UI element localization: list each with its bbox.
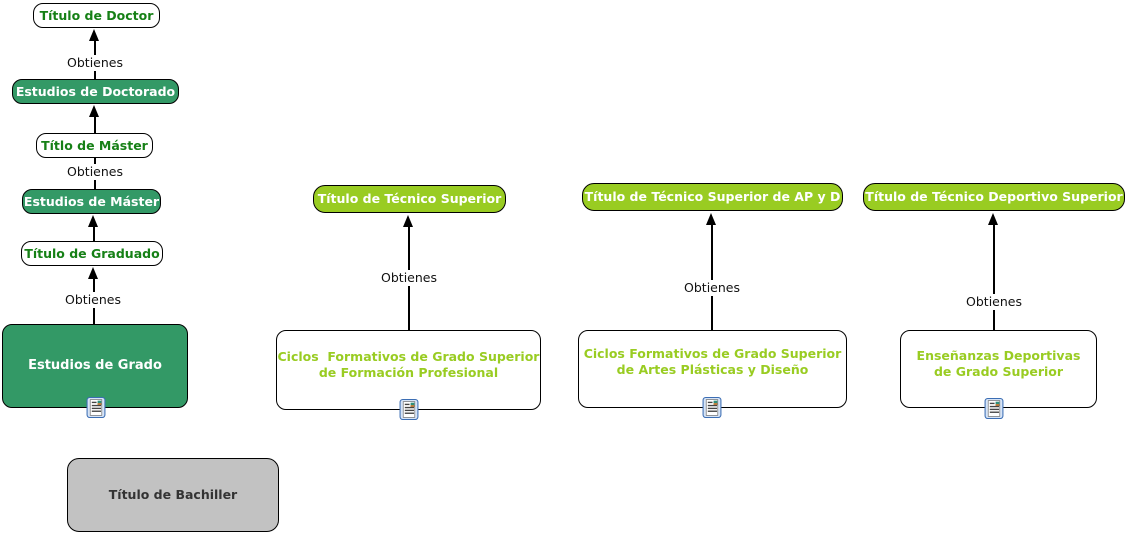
node-label: Título de Técnico Superior de AP y D [584, 189, 841, 205]
arrowhead-icon [706, 213, 716, 225]
arrowhead-icon [89, 105, 99, 117]
resource-icon[interactable] [702, 397, 722, 418]
edge-label-obtienes: Obtienes [681, 280, 743, 296]
node-titulo-tecnico-superior-apd[interactable]: Título de Técnico Superior de AP y D [582, 183, 843, 211]
node-label: Estudios de Doctorado [15, 83, 176, 99]
node-ensenanzas-deportivas[interactable]: Enseñanzas Deportivas de Grado Superior [900, 330, 1097, 408]
node-titulo-tecnico-deportivo[interactable]: Título de Técnico Deportivo Superior [863, 183, 1125, 211]
node-label: Título de Graduado [24, 245, 160, 261]
node-titulo-bachiller[interactable]: Título de Bachiller [67, 458, 279, 532]
connector-line [993, 220, 995, 331]
node-ciclos-artes-plasticas[interactable]: Ciclos Formativos de Grado Superior de A… [578, 330, 847, 408]
arrowhead-icon [89, 29, 99, 41]
node-label: Título de Doctor [39, 7, 154, 23]
node-label: Título de Técnico Deportivo Superior [865, 189, 1123, 205]
edge-label-obtienes: Obtienes [963, 294, 1025, 310]
node-label-line2: de Artes Plásticas y Diseño [616, 362, 809, 377]
arrowhead-icon [988, 213, 998, 225]
node-label-line2: de Formación Profesional [318, 365, 499, 380]
node-label: Título de Técnico Superior [317, 191, 502, 207]
arrowhead-icon [88, 215, 98, 227]
edge-label-obtienes: Obtienes [64, 164, 126, 180]
node-titulo-graduado[interactable]: Título de Graduado [21, 241, 163, 266]
resource-icon[interactable] [399, 399, 419, 420]
resource-icon[interactable] [86, 397, 106, 418]
connector-line [94, 112, 96, 134]
node-label-line1: Enseñanzas Deportivas [916, 348, 1081, 364]
node-ciclos-formacion-profesional[interactable]: Ciclos Formativos de Grado Superior de F… [276, 330, 541, 410]
edge-label-obtienes: Obtienes [62, 292, 124, 308]
node-estudios-master[interactable]: Estudios de Máster [22, 189, 161, 214]
node-label: Estudios de Máster [23, 193, 160, 209]
arrowhead-icon [88, 267, 98, 279]
connector-line [711, 220, 713, 331]
edge-label-obtienes: Obtienes [378, 270, 440, 286]
node-label-line1: Ciclos Formativos de Grado Superior [583, 346, 842, 362]
node-titulo-tecnico-superior[interactable]: Título de Técnico Superior [313, 185, 506, 213]
node-estudios-grado[interactable]: Estudios de Grado [2, 324, 188, 408]
node-titulo-doctor[interactable]: Título de Doctor [33, 3, 160, 28]
resource-icon[interactable] [984, 398, 1004, 419]
node-label: Título de Bachiller [108, 487, 238, 503]
node-label-line1: Ciclos Formativos de Grado Superior [277, 349, 540, 365]
node-label-line2: de Grado Superior [933, 364, 1064, 379]
node-label: Estudios de Grado [28, 357, 162, 373]
node-label: Títlo de Máster [41, 137, 148, 153]
arrowhead-icon [403, 215, 413, 227]
edge-label-obtienes: Obtienes [64, 55, 126, 71]
node-titlo-master[interactable]: Títlo de Máster [36, 133, 153, 158]
node-estudios-doctorado[interactable]: Estudios de Doctorado [12, 79, 179, 104]
connector-line [93, 222, 95, 242]
